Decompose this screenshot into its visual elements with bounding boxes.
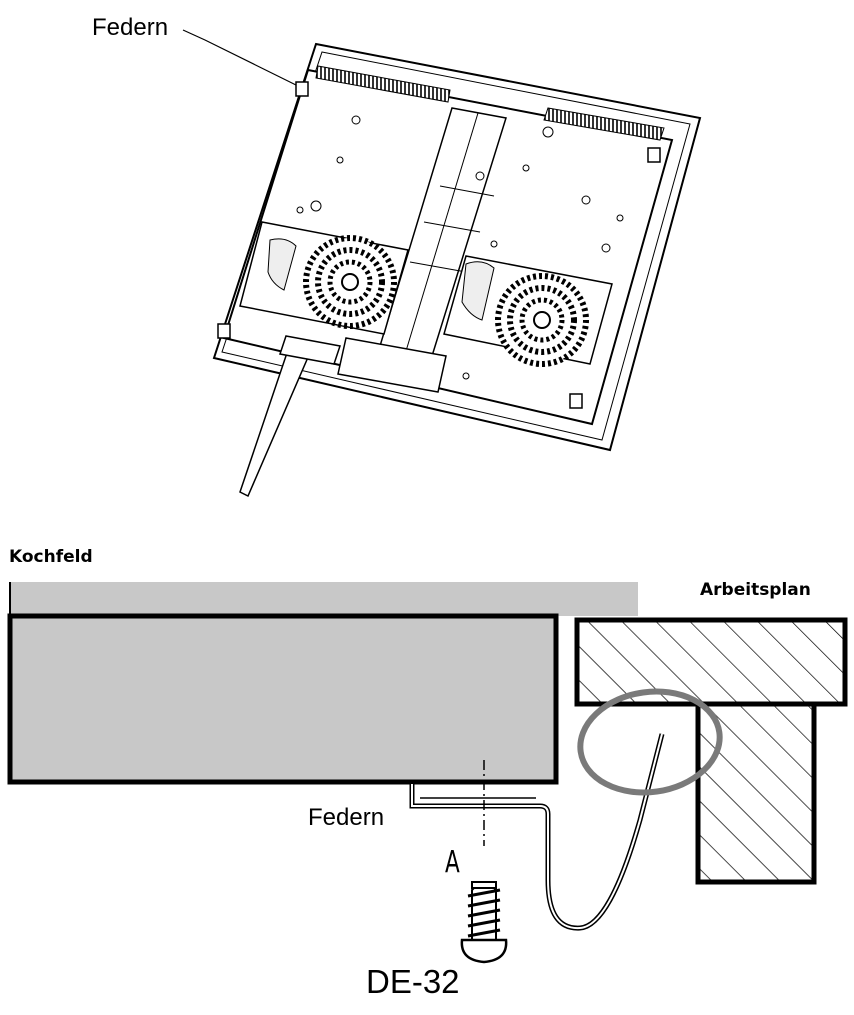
screw-icon: [460, 881, 508, 964]
fan-right-icon: [495, 273, 589, 367]
spring-label-top: Federn: [92, 14, 169, 41]
page-number: DE-32: [366, 963, 460, 1000]
worktop-top: [574, 617, 848, 707]
spring-highlight-ring: [577, 688, 723, 796]
worktop-support: [695, 701, 817, 885]
spring-clip-icon: [217, 81, 661, 409]
cooktop-label: Kochfeld: [9, 547, 93, 567]
screw-marker-label: A: [445, 845, 460, 880]
cooktop-underside-illustration: [182, 29, 702, 498]
spring-label-bottom: Federn: [308, 804, 385, 831]
fan-left-icon: [303, 235, 397, 329]
worktop-label: Arbeitsplan: [700, 580, 811, 600]
cooktop-body: [7, 613, 559, 785]
cooktop-glass: [10, 582, 638, 616]
